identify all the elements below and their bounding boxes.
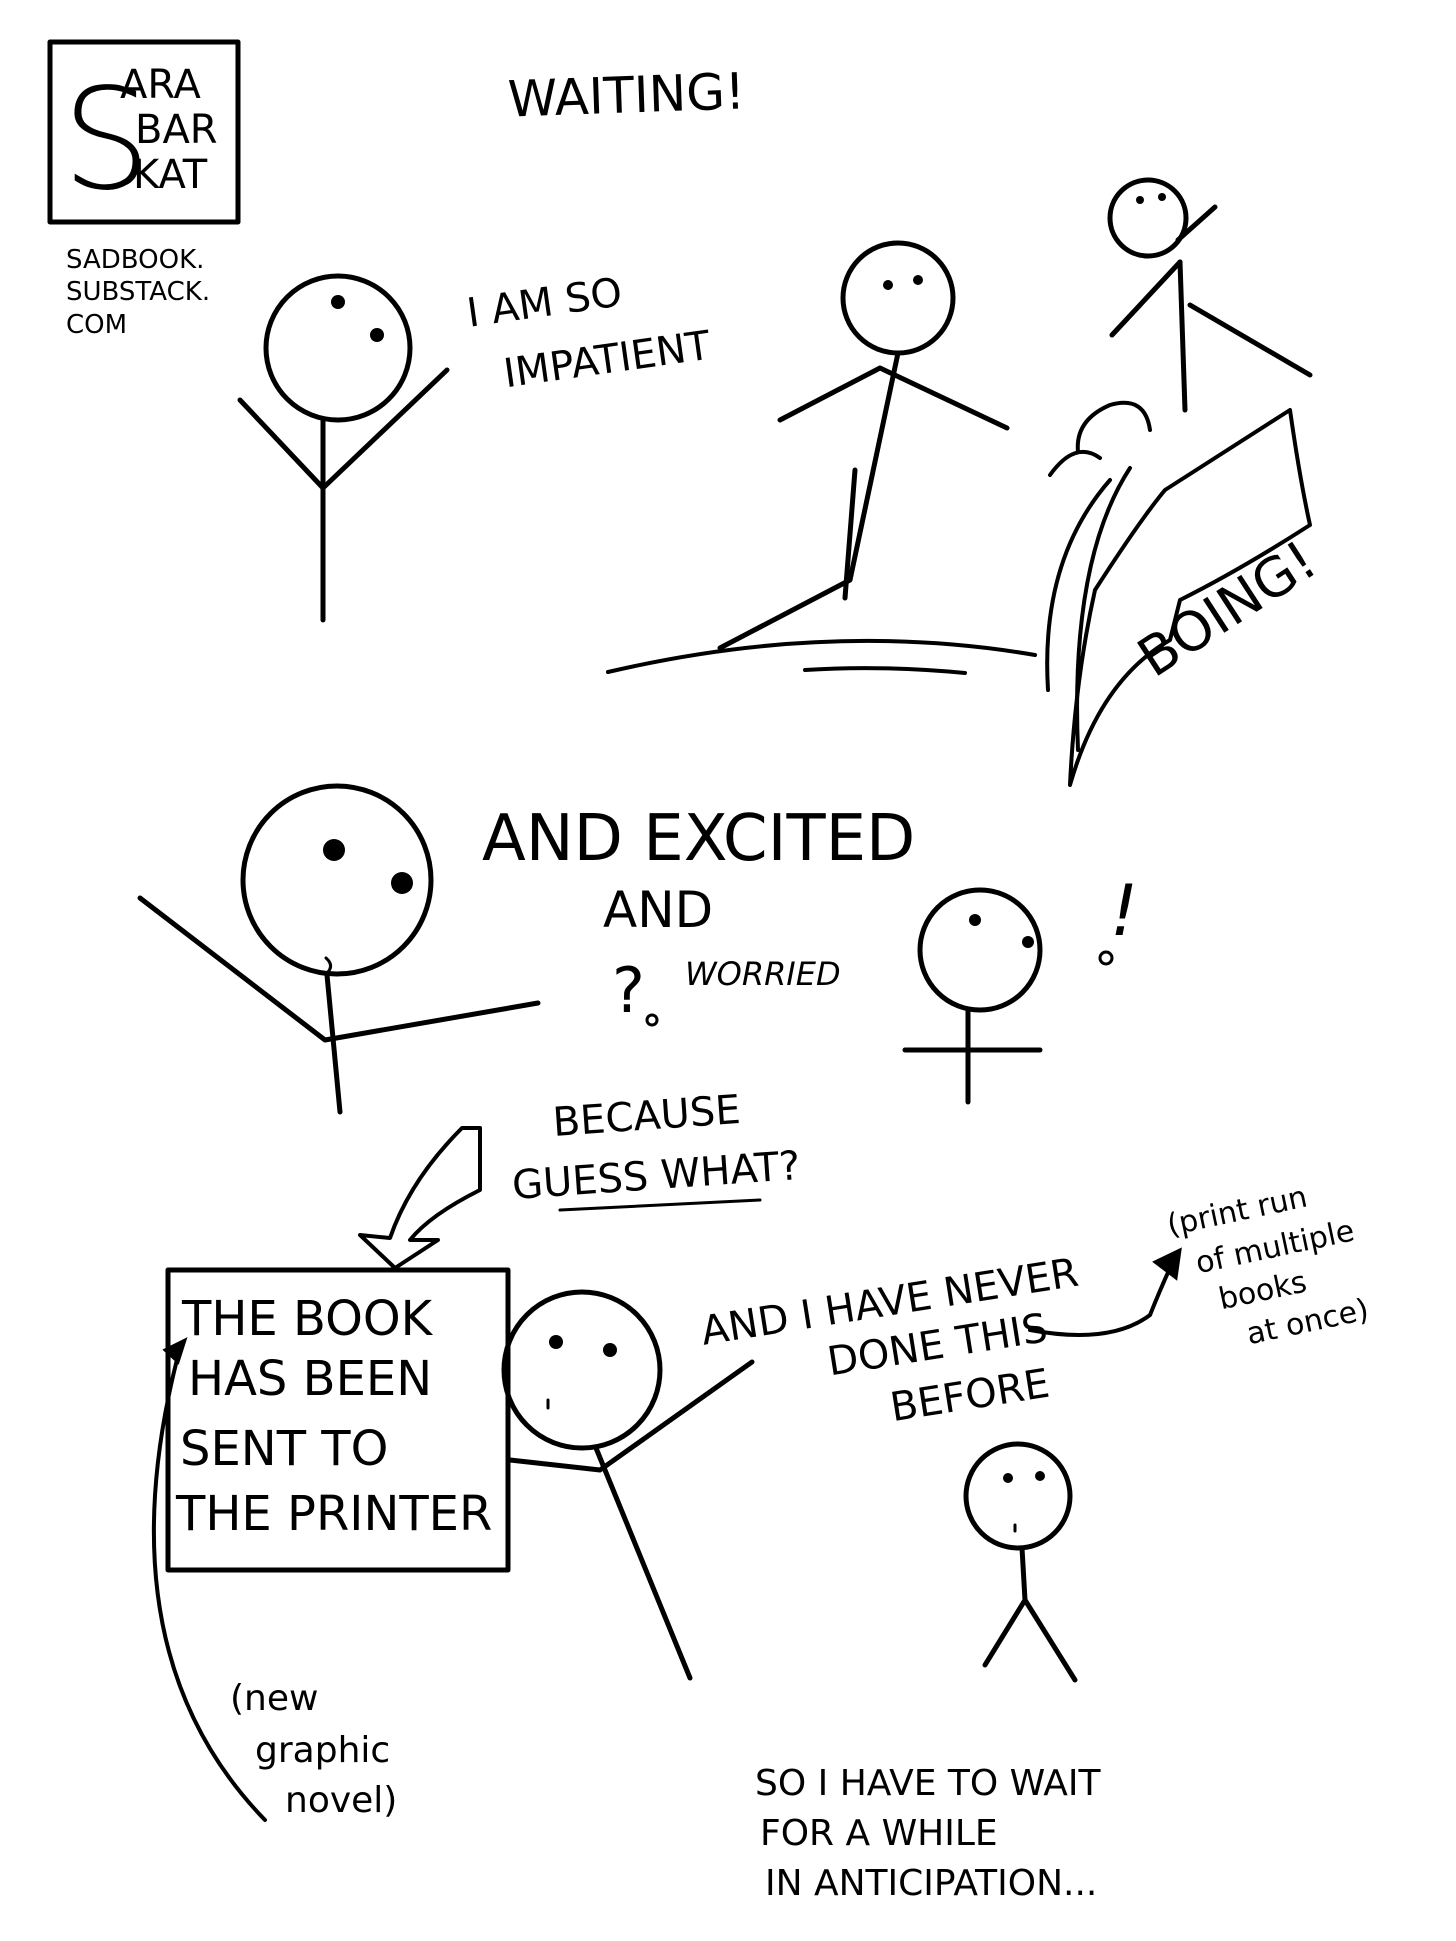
- holding-stick-figure: [501, 1289, 755, 1681]
- note-line-2: graphic: [255, 1730, 390, 1771]
- jumping-stick-figure: [1107, 177, 1313, 413]
- motion-lines: [1048, 400, 1152, 477]
- logo-letter: S: [62, 59, 151, 222]
- author-logo: S ARA BAR KAT: [47, 39, 241, 225]
- excited-stick-figure: [137, 783, 541, 1115]
- wait-line-2: FOR A WHILE: [760, 1813, 998, 1854]
- page-title: WAITING!: [507, 62, 746, 128]
- text-and: AND: [603, 881, 713, 939]
- boing-sign: BOING!: [1068, 408, 1328, 787]
- logo-line-2: BAR: [135, 107, 218, 153]
- because-text: BECAUSE GUESS WHAT?: [511, 1087, 802, 1209]
- exclaim-mark: !: [1110, 870, 1138, 952]
- speech-impatient-line-1: I AM SO: [464, 269, 625, 336]
- box-line-2: HAS BEEN: [188, 1351, 432, 1407]
- boing-text: BOING!: [1127, 528, 1328, 689]
- site-url: SADBOOK. SUBSTACK. COM: [66, 245, 210, 340]
- sitting-stick-figure: [963, 1441, 1078, 1683]
- note-line-3: novel): [285, 1780, 397, 1821]
- because-line-1: BECAUSE: [551, 1087, 742, 1146]
- question-mark: ?: [612, 954, 645, 1027]
- motion-arcs: [1045, 466, 1132, 752]
- box-line-1: THE BOOK: [181, 1291, 434, 1347]
- worried-stick-figure: [902, 887, 1043, 1105]
- print-arrowhead: [1152, 1247, 1182, 1281]
- question-dot: [645, 1013, 659, 1027]
- logo-line-1: ARA: [120, 62, 202, 108]
- never-text: AND I HAVE NEVER DONE THIS BEFORE: [698, 1250, 1082, 1431]
- note-arrowhead: [162, 1337, 188, 1365]
- logo-line-3: KAT: [133, 152, 208, 198]
- speech-impatient: I AM SO IMPATIENT: [464, 269, 714, 398]
- ground-line: [803, 666, 967, 675]
- box-line-3: SENT TO: [180, 1421, 388, 1477]
- note-arrow: [151, 1346, 267, 1822]
- wait-line-3: IN ANTICIPATION...: [765, 1863, 1097, 1904]
- exclaim-dot: [1098, 950, 1114, 966]
- wait-text: SO I HAVE TO WAIT FOR A WHILE IN ANTICIP…: [755, 1763, 1102, 1904]
- site-line-3: COM: [66, 310, 127, 340]
- book-box: [165, 1267, 511, 1573]
- text-and-excited: AND EXCITED: [482, 802, 915, 876]
- text-worried: WORRIED: [685, 955, 841, 993]
- impatient-stick-figure: [237, 273, 450, 623]
- print-arrow: [1028, 1266, 1172, 1337]
- note-line-1: (new: [230, 1678, 318, 1719]
- site-line-2: SUBSTACK.: [66, 277, 210, 307]
- box-line-4: THE PRINTER: [175, 1486, 492, 1542]
- note-graphic-novel: (new graphic novel): [230, 1678, 397, 1821]
- standing-stick-figure: [717, 240, 1010, 651]
- site-line-1: SADBOOK.: [66, 245, 204, 275]
- print-run-note: (print run of multiple books at once): [1164, 1180, 1372, 1353]
- wait-line-1: SO I HAVE TO WAIT: [755, 1763, 1102, 1804]
- speech-impatient-line-2: IMPATIENT: [501, 323, 714, 398]
- hill-line: [606, 638, 1037, 674]
- curved-arrow: [358, 1126, 482, 1270]
- because-underline: [558, 1198, 762, 1212]
